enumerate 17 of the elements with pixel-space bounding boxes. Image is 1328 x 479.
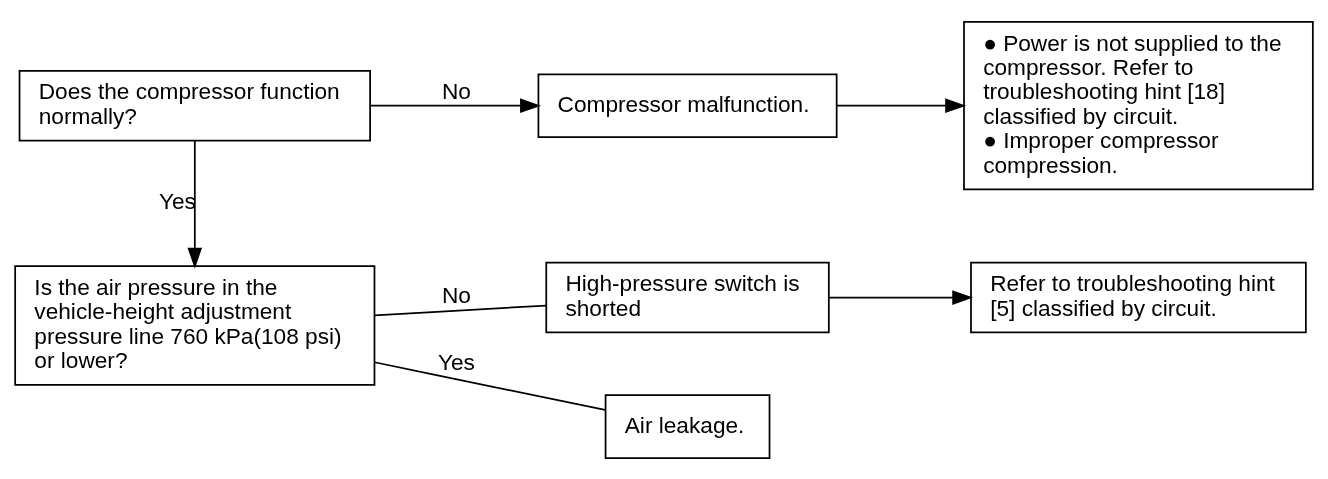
node-box: Does the compressor function normally? bbox=[18, 69, 371, 141]
arrow bbox=[187, 139, 203, 269]
node-box: Refer to troubleshooting hint [5] classified by circuit. bbox=[970, 261, 1307, 333]
arrow bbox=[369, 97, 541, 113]
node-box: Air leakage. bbox=[604, 393, 771, 459]
node-box: High-pressure switch is shorted bbox=[545, 261, 830, 333]
arrow bbox=[836, 97, 967, 113]
edge-label: No bbox=[441, 281, 471, 308]
edge-label: Yes bbox=[158, 187, 196, 214]
edge-label: No bbox=[441, 77, 471, 104]
node-box: ● Power is not supplied to the compressor. Refer to troubleshooting hint [18] classified by circuit. ● Improper compressor compression. bbox=[963, 20, 1314, 190]
node-box: Compressor malfunction. bbox=[537, 72, 838, 138]
arrow bbox=[828, 289, 974, 305]
connector bbox=[373, 360, 606, 411]
connector bbox=[373, 304, 548, 316]
edge-label: Yes bbox=[437, 348, 475, 375]
node-box: Is the air pressure in the vehicle-height adjustment pressure line 760 kPa(108 psi) or lower? bbox=[14, 264, 376, 386]
